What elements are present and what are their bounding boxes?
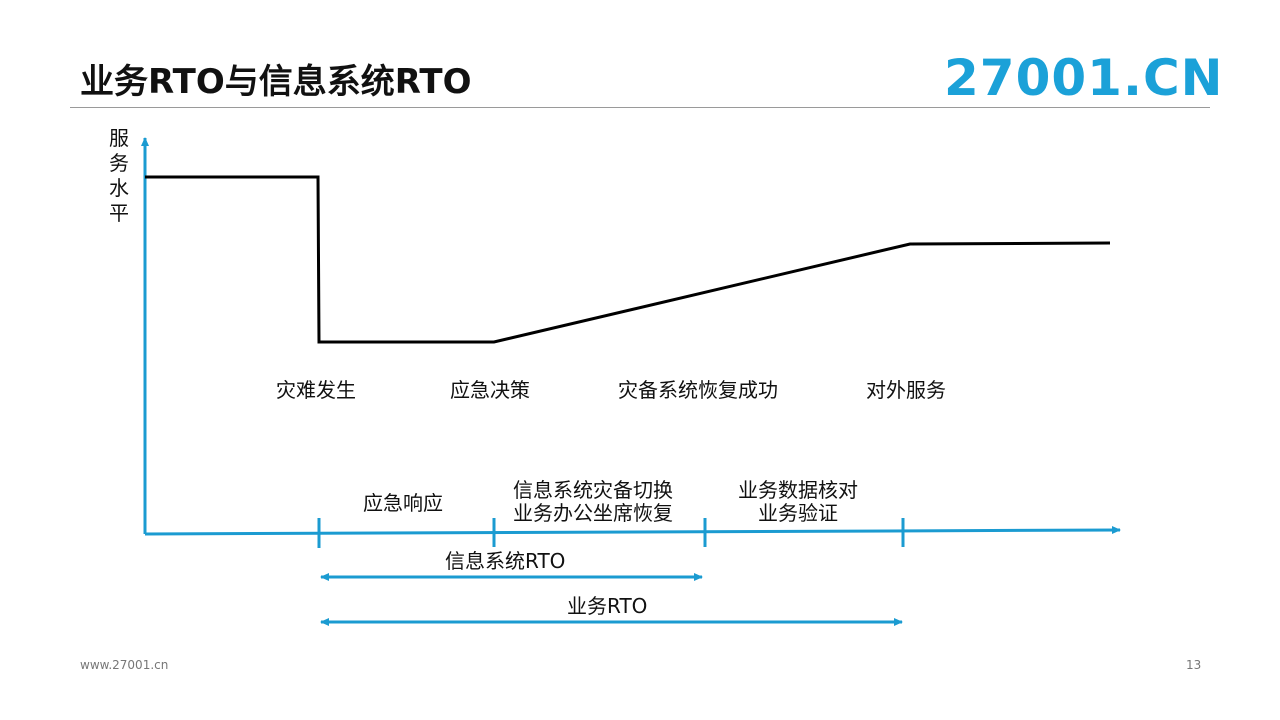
service-level-curve [145,175,1111,344]
footer-url: www.27001.cn [80,658,169,672]
phase-label-line: 信息系统灾备切换 [513,478,673,502]
page-number: 13 [1186,658,1202,672]
event-label: 灾难发生 [276,378,356,402]
phase-label: 信息系统灾备切换 业务办公坐席恢复 [513,479,673,525]
event-label: 灾备系统恢复成功 [618,378,778,402]
brand-logo: 27001.CN [944,49,1224,107]
phase-label-line: 业务验证 [758,501,838,525]
event-label: 对外服务 [866,378,946,402]
business-rto-label: 业务RTO [567,594,648,618]
phase-label: 应急响应 [363,491,443,515]
event-label: 应急决策 [450,378,530,402]
phase-label-line: 业务数据核对 [738,478,858,502]
phase-label: 业务数据核对 业务验证 [738,479,858,525]
slide-title: 业务RTO与信息系统RTO [80,62,472,102]
y-axis-label: 服务水平 [109,126,129,225]
header-divider [70,107,1210,108]
x-axis [144,526,1121,536]
info-system-rto-label: 信息系统RTO [445,549,566,573]
phase-label-line: 业务办公坐席恢复 [513,501,673,525]
